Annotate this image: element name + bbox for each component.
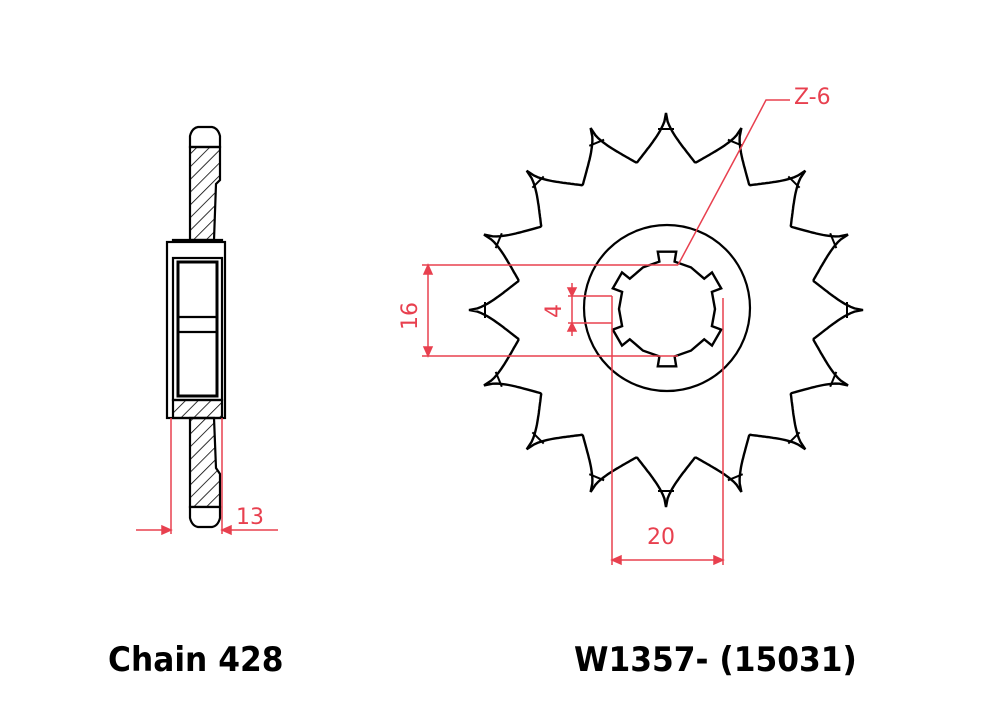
side-tooth-top [188,125,222,149]
side-web-upper [188,145,222,242]
dimension-bore-label: 20 [647,525,675,550]
side-section-view [165,125,227,529]
tooth-tip-marks [484,128,848,492]
sprocket-outline [468,112,864,508]
side-web-lower [188,416,222,509]
spline-count-label: Z-6 [794,85,831,110]
part-number-caption: W1357- (15031) [574,640,857,680]
dimension-thickness-label: 13 [236,505,264,530]
front-view [468,112,864,508]
spline-bore-outline [611,250,723,368]
dimension-spline-width-label: 4 [542,304,567,318]
hub-circle [582,223,752,393]
chain-caption: Chain 428 [108,640,284,680]
side-tooth-bottom [188,505,222,529]
side-hub-lower [171,398,224,420]
dimension-thickness [136,418,278,536]
front-dimensions [422,99,790,566]
dimension-spline-height-label: 16 [398,302,423,330]
